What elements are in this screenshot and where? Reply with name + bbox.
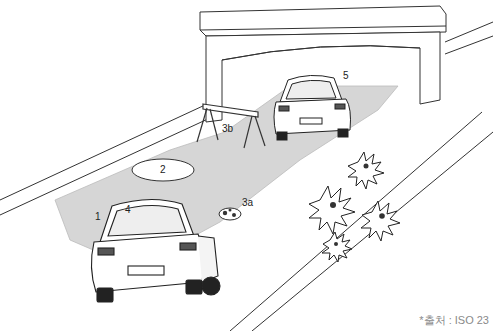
sawhorse <box>197 104 265 148</box>
car <box>274 75 351 140</box>
callout-number: 2 <box>160 164 166 175</box>
callout-number: 3a <box>242 197 253 208</box>
callout-number: 1 <box>95 211 101 222</box>
callout-number: 5 <box>343 70 349 81</box>
bush <box>309 152 400 262</box>
callout-number: 4 <box>125 204 131 215</box>
road-edge <box>445 36 493 54</box>
source-note: *출처 : ISO 23 <box>419 314 489 326</box>
callout-number: 3b <box>222 123 233 134</box>
car <box>91 199 220 302</box>
bush-shade <box>330 164 385 247</box>
small-object <box>219 208 241 220</box>
target-ellipse <box>132 159 194 181</box>
